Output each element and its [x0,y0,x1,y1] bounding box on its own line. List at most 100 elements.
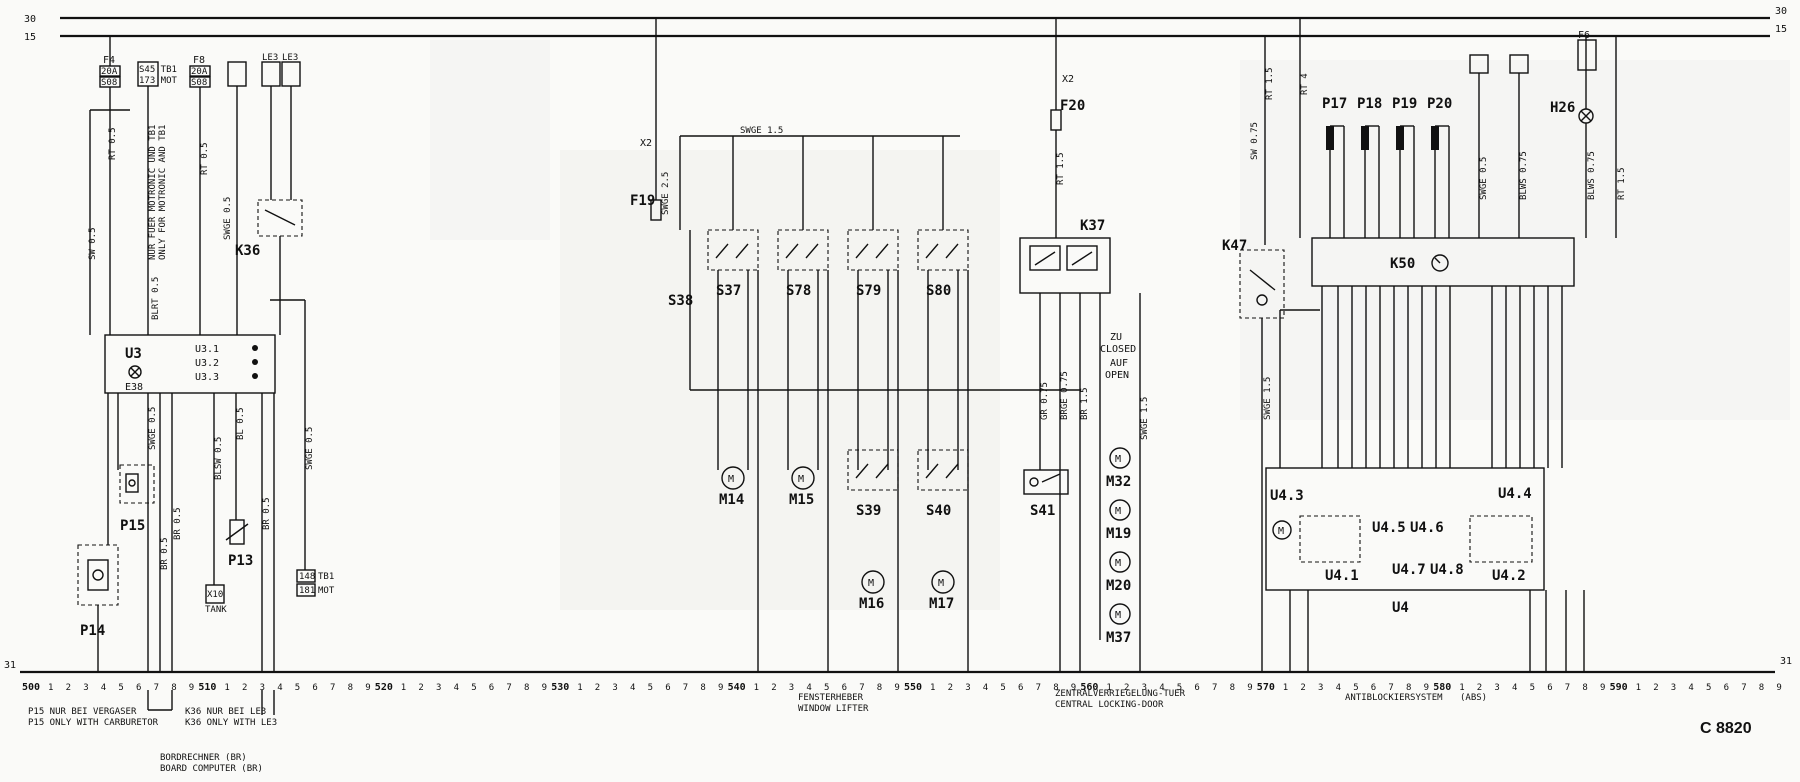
ruler-digit: 2 [1653,683,1658,693]
ruler-digit: 8 [1582,683,1587,693]
x181-label: 181 [299,586,315,596]
sensor-p14: P14 [77,544,119,639]
sensor-p20-label: P20 [1427,96,1452,112]
motor-m14-icon [721,466,745,490]
u3-label: U3 [125,346,142,362]
motor-symbol: M [798,474,804,485]
connector-tb1-top: S45 TB1 173 MOT [137,61,178,87]
fuse-f4-rating: 20A [101,67,118,77]
relay-k47: K47 [1222,238,1285,319]
motor-symbol: M [868,578,874,589]
ruler-digit: 2 [1477,683,1482,693]
ruler-digit: 1 [930,683,935,693]
x148-label: 148 [299,572,315,582]
fuse-f8-box: S08 [191,78,207,88]
e38-label: E38 [125,382,143,393]
u3-2-label: U3.2 [195,358,219,369]
rail-31-right-label: 31 [1780,656,1792,667]
ruler-digit: 6 [489,683,494,693]
u4-5-label: U4.5 [1372,520,1406,536]
motor-m20-label: M20 [1106,578,1131,594]
switch-s40-label: S40 [926,503,951,519]
rail-30-label: 30 [24,14,36,25]
p13-label: P13 [228,553,253,569]
wire-label-swge15-abs: SWGE 1.5 [1263,377,1273,420]
connector-tb1-text: S45 TB1 [139,65,177,75]
ruler-mark-580: 580 [1433,682,1451,693]
ruler-digit: 1 [1283,683,1288,693]
switch-s79-label: S79 [856,283,881,299]
ruler-digit: 7 [683,683,688,693]
ruler-digit: 3 [1671,683,1676,693]
ruler-digit: 3 [612,683,617,693]
wire-label-sw075: SW 0.75 [1250,122,1260,160]
wire-label-swge15-k37: SWGE 1.5 [1140,397,1150,440]
control-unit-k50: K50 [1311,237,1575,287]
ruler-mark-590: 590 [1610,682,1628,693]
ruler-digit: 5 [648,683,653,693]
ruler-digit: 4 [1336,683,1341,693]
ruler-digit: 2 [242,683,247,693]
sensor-p18-label: P18 [1357,96,1382,112]
motor-m17-icon [931,570,955,594]
label-closed: CLOSED [1100,344,1136,355]
switch-s80-label: S80 [926,283,951,299]
ruler-digit: 4 [1159,683,1164,693]
mot-label: MOT [318,586,335,596]
control-unit-u3: U3 E38 U3.1 U3.2 U3.3 [104,334,276,394]
fuse-f20-label: F20 [1060,98,1085,114]
rail-15-right-label: 15 [1775,24,1787,35]
rail-31-label: 31 [4,660,16,671]
ruler-digit: 5 [1177,683,1182,693]
connector-x2-left: X2 [640,138,652,149]
abs-module-u4: U4.3 M U4.1 U4.5 U4.6 U4.7 U4.8 U4.4 U4.… [1265,467,1545,616]
ruler-digit: 9 [1600,683,1605,693]
ruler-digit: 3 [1494,683,1499,693]
u4-8-label: U4.8 [1430,562,1464,578]
wire-label-swge05: SWGE 0.5 [223,197,233,240]
fuse-f6 [1577,39,1597,71]
ruler-digit: 4 [630,683,635,693]
switch-s37-label: S37 [716,283,741,299]
ruler-digit: 5 [295,683,300,693]
ruler-digit: 7 [154,683,159,693]
sensor-p19-label: P19 [1392,96,1417,112]
u4-label: U4 [1392,600,1409,616]
ruler-mark-550: 550 [904,682,922,693]
board-computer-section: F4 20A S08 SW 0.5 RT 0.5 S45 TB1 173 MOT… [28,36,335,774]
connector-le3-a [261,61,281,87]
ruler-digit: 7 [1388,683,1393,693]
wire-label-br05-a: BR 0.5 [160,537,170,570]
ruler-digit: 3 [965,683,970,693]
ruler-digit: 4 [454,683,459,693]
ruler-digit: 8 [348,683,353,693]
ruler-digit: 6 [312,683,317,693]
rail-30-right-label: 30 [1775,6,1787,17]
ruler-digit: 1 [401,683,406,693]
ruler-digit: 6 [1018,683,1023,693]
ruler-digit: 9 [1776,683,1781,693]
ruler-digit: 9 [1071,683,1076,693]
motor-m14-label: M14 [719,492,744,508]
ruler-digit: 4 [1512,683,1517,693]
wire-label-swge15-bus: SWGE 1.5 [740,126,783,136]
wire-label-swge25: SWGE 2.5 [661,172,671,215]
wire-label-swge05-abs: SWGE 0.5 [1479,157,1489,200]
relay-k47-label: K47 [1222,238,1247,254]
k50-label: K50 [1390,256,1415,272]
motor-symbol: M [938,578,944,589]
motor-m16-icon [861,570,885,594]
relay-k37: K37 [1019,218,1111,294]
ruler-digit: 6 [1724,683,1729,693]
sensor-p20 [1431,126,1439,150]
wire-label-sw05: SW 0.5 [88,227,98,260]
sensor-p17-label: P17 [1322,96,1347,112]
page-code: C 8820 [1700,720,1752,737]
wire-label-gr075: GR 0.75 [1040,382,1050,420]
motor-m19-icon [1109,499,1131,521]
ruler-digit: 6 [842,683,847,693]
x10-label: X10 [207,590,223,600]
wire-label-blsw05: BLSW 0.5 [214,437,224,480]
